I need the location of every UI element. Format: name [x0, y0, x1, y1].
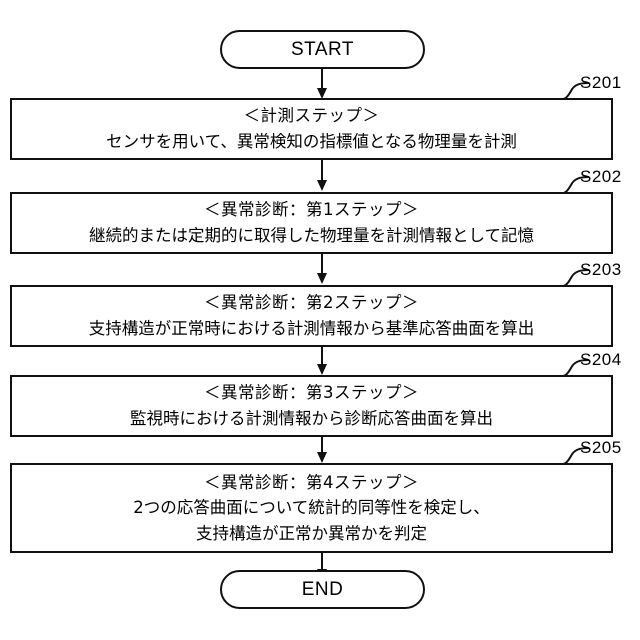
process-box-s203-line-1: ＜異常診断：第2ステップ＞	[204, 293, 419, 313]
process-box-s202-line-1: ＜異常診断：第1ステップ＞	[204, 200, 419, 220]
process-box-s205-line-2: 2つの応答曲面について統計的同等性を検定し、	[133, 498, 490, 518]
process-box-s202: ＜異常診断：第1ステップ＞ 継続的または定期的に取得した物理量を計測情報として記…	[10, 192, 613, 254]
process-box-s204-line-1: ＜異常診断：第3ステップ＞	[204, 383, 419, 403]
step-ref-s201: S201	[580, 73, 622, 92]
process-box-s201-line-2: センサを用いて、異常検知の指標値となる物理量を計測	[106, 132, 517, 151]
process-box-s201: ＜計測ステップ＞ センサを用いて、異常検知の指標値となる物理量を計測	[10, 98, 613, 160]
connector-step-4-to-step-5	[317, 437, 327, 463]
process-box-s204: ＜異常診断：第3ステップ＞ 監視時における計測情報から診断応答曲面を算出	[10, 375, 613, 437]
process-box-s203: ＜異常診断：第2ステップ＞ 支持構造が正常時における計測情報から基準応答曲面を算…	[10, 285, 613, 347]
connector-step-1-to-step-2	[317, 160, 327, 191]
process-box-s203-line-2: 支持構造が正常時における計測情報から基準応答曲面を算出	[88, 319, 535, 338]
process-box-s205-line-1: ＜異常診断：第4ステップ＞	[204, 472, 419, 492]
step-ref-s202: S202	[580, 167, 622, 186]
process-box-s201-line-1: ＜計測ステップ＞	[243, 106, 380, 126]
step-ref-s203: S203	[580, 260, 622, 279]
end-terminator: END	[220, 570, 425, 609]
process-box-s205-line-3: 支持構造が正常か異常かを判定	[196, 523, 427, 543]
process-box-s202-line-2: 継続的または定期的に取得した物理量を計測情報として記憶	[88, 226, 534, 245]
process-box-s205: ＜異常診断：第4ステップ＞ 2つの応答曲面について統計的同等性を検定し、 支持構…	[10, 463, 613, 553]
connector-step-2-to-step-3	[317, 254, 327, 284]
start-terminator: START	[220, 30, 425, 69]
step-ref-s204: S204	[580, 350, 622, 369]
connector-step-3-to-step-4	[317, 347, 327, 375]
start-label: START	[290, 38, 355, 60]
end-label: END	[301, 578, 344, 600]
connector-start-to-step-1	[317, 68, 327, 99]
process-box-s204-line-2: 監視時における計測情報から診断応答曲面を算出	[130, 409, 493, 428]
step-ref-s205: S205	[580, 438, 622, 457]
